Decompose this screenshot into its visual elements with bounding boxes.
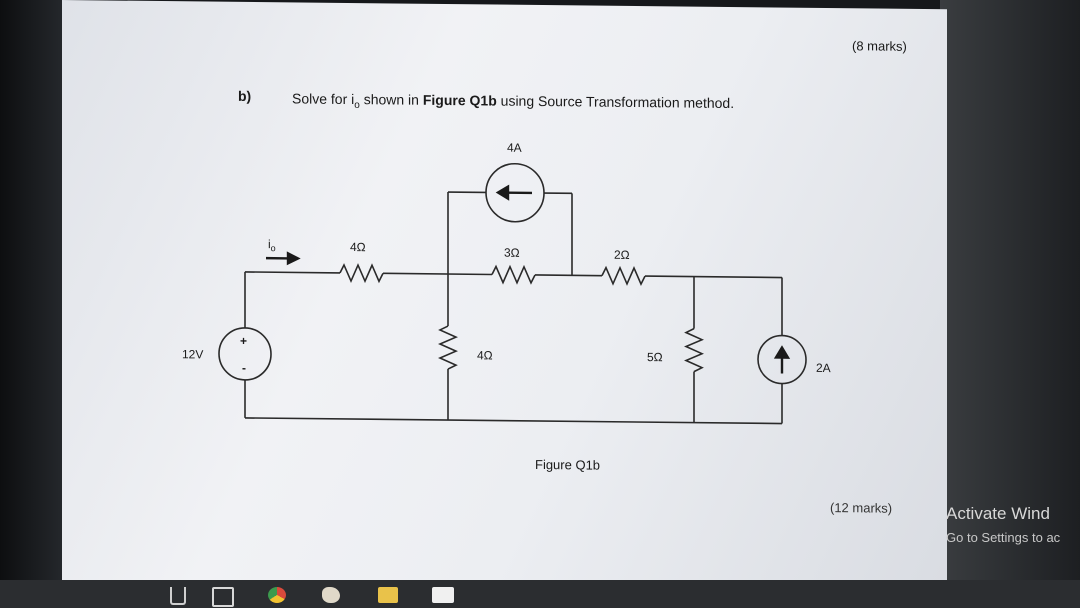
label-2a: 2A	[816, 361, 831, 375]
label-4a: 4A	[507, 141, 522, 155]
label-plus: +	[240, 334, 247, 348]
label-r-shunt-left: 4Ω	[477, 348, 493, 362]
voltage-source	[218, 327, 272, 381]
circuit-diagram: 4A io 4Ω 3Ω 2Ω 12V + - 4Ω 5Ω 2A	[182, 141, 831, 425]
recycle-icon[interactable]	[170, 587, 186, 605]
resistor-top-mid	[491, 264, 536, 285]
paint-icon[interactable]	[322, 587, 340, 603]
label-io: io	[268, 237, 276, 253]
wire-top-mid-left	[383, 272, 492, 276]
taskbar	[0, 580, 1080, 608]
marks-bottom: (12 marks)	[830, 500, 893, 516]
current-source-2a	[757, 334, 807, 385]
label-r-shunt-right: 5Ω	[647, 350, 663, 364]
resistor-top-left	[339, 263, 384, 284]
resistor-top-right	[601, 265, 646, 286]
label-r-top-left: 4Ω	[350, 240, 366, 254]
arrow-io-head	[286, 251, 301, 266]
label-12v: 12V	[182, 347, 203, 361]
wire-bottom	[245, 417, 782, 425]
photos-icon[interactable]	[432, 587, 454, 603]
activate-windows-title: Activate Wind	[946, 504, 1050, 523]
label-io-main: i	[268, 237, 271, 251]
arrow-4a-head	[495, 184, 510, 201]
current-source-4a	[485, 162, 545, 223]
wire-top-left	[245, 271, 340, 274]
wire-top-mid	[535, 274, 602, 277]
arrow-2a-head	[773, 345, 791, 359]
chrome-icon[interactable]	[268, 587, 286, 603]
label-minus: -	[242, 361, 246, 375]
task-view-icon[interactable]	[212, 587, 234, 607]
right-bezel	[940, 0, 1080, 580]
file-explorer-icon[interactable]	[378, 587, 398, 603]
label-r-top-mid: 3Ω	[504, 246, 520, 260]
label-r-top-right: 2Ω	[614, 248, 630, 262]
figure-caption: Figure Q1b	[535, 456, 601, 473]
left-bezel	[0, 0, 62, 608]
resistor-shunt-right	[684, 327, 704, 373]
label-io-sub: o	[271, 243, 276, 253]
resistor-shunt-left	[438, 325, 458, 370]
activate-windows-subtitle[interactable]: Go to Settings to ac	[946, 530, 1061, 545]
wire-top-right	[645, 275, 782, 279]
document-page: (8 marks) b) Solve for io shown in Figur…	[62, 0, 947, 590]
